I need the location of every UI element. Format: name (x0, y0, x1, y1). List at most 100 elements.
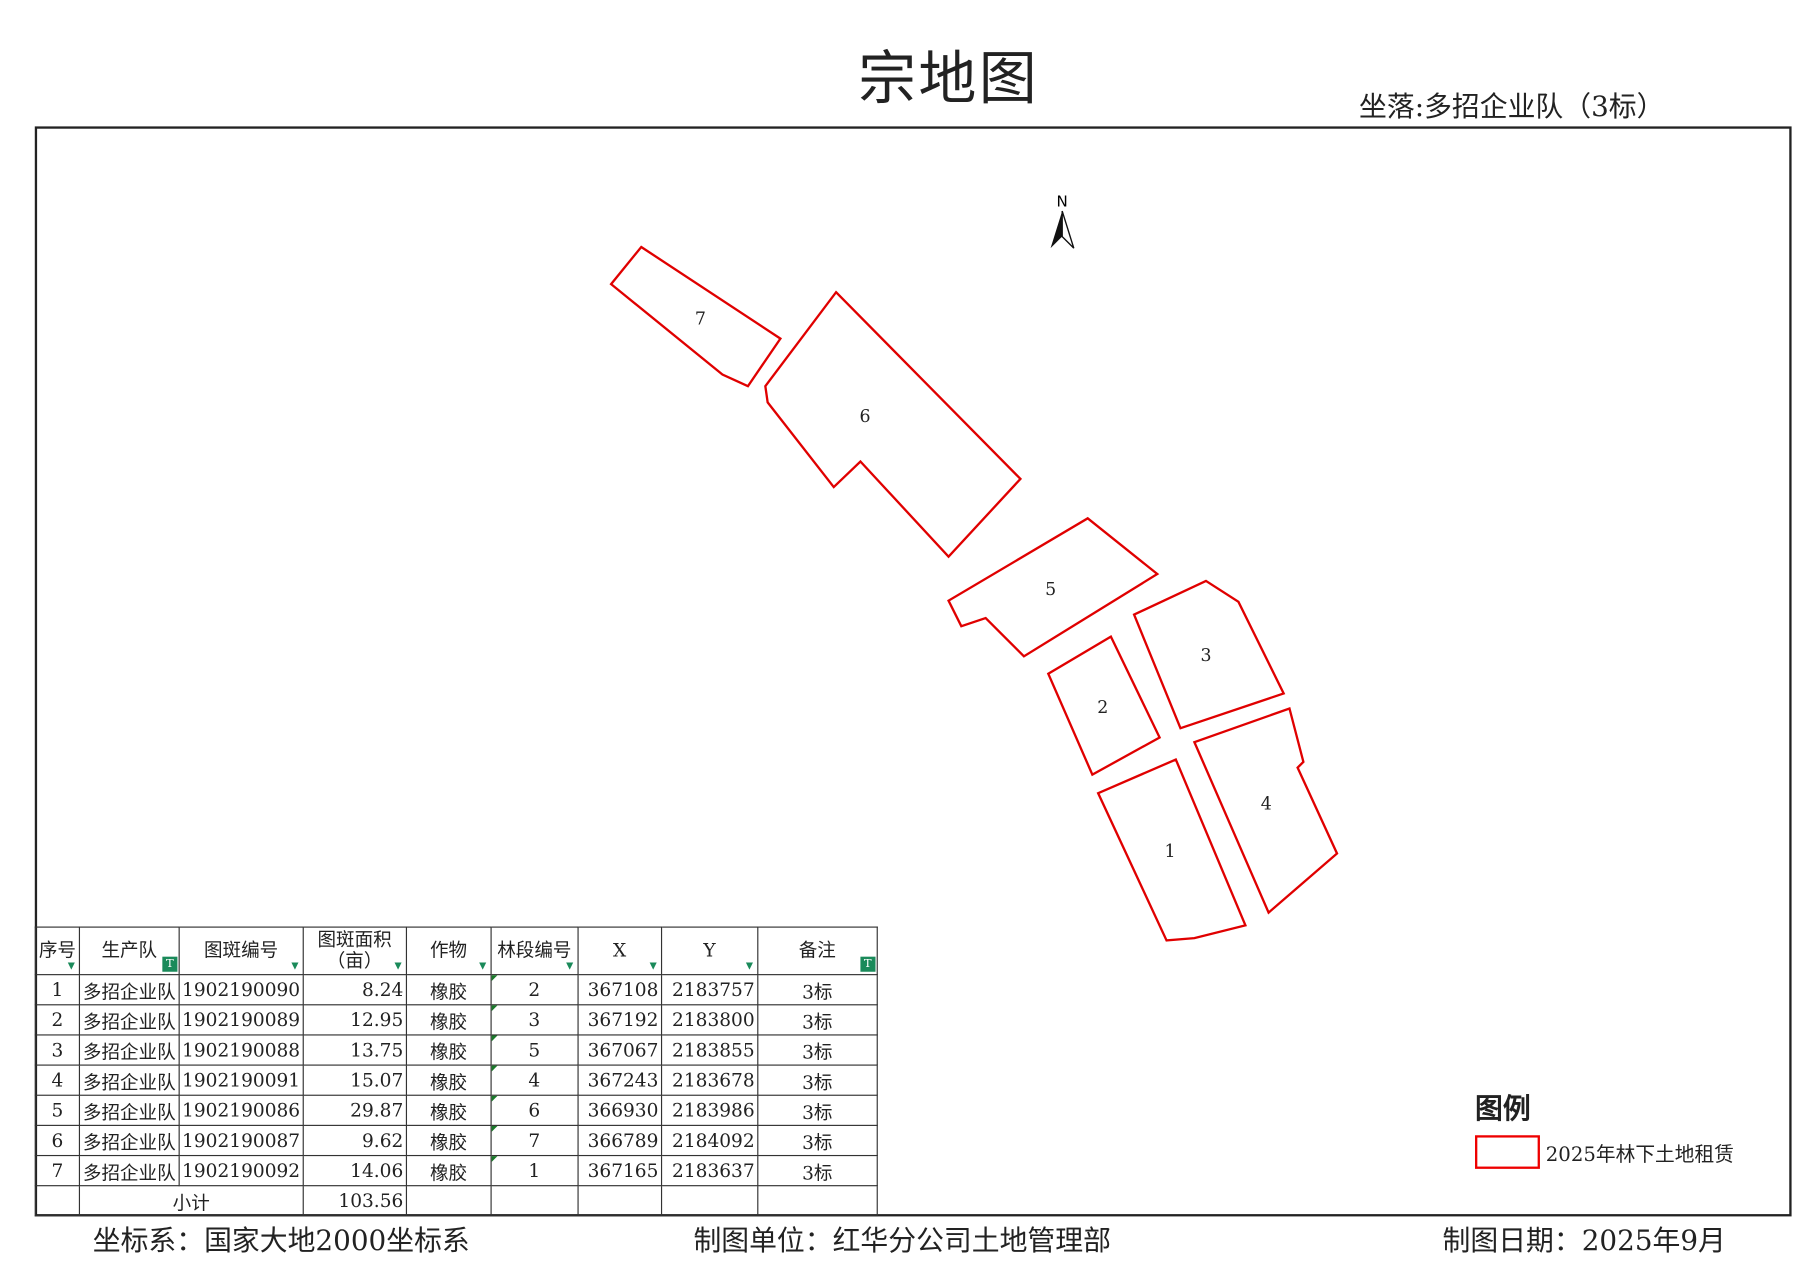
dropdown-icon: ▼ (566, 960, 574, 971)
cell-remark: 3标 (756, 1004, 878, 1036)
cell-area: 14.06 (302, 1154, 407, 1187)
cell-area: 9.62 (302, 1124, 407, 1157)
parcel-label-2: 2 (1097, 698, 1108, 718)
comment-marker-icon (491, 1095, 498, 1102)
parcel-2[interactable] (1046, 634, 1162, 777)
header-y[interactable]: Y▼ (660, 926, 759, 976)
cell-section-id: 5 (490, 1034, 579, 1066)
cell-crop: 橡胶 (405, 1064, 492, 1096)
cell-team: 多招企业队 (78, 1124, 180, 1157)
legend-label: 2025年林下土地租赁 (1545, 1143, 1734, 1167)
comment-marker-icon (491, 1065, 498, 1072)
comment-marker-icon (491, 1125, 498, 1132)
cell-section-id: 1 (490, 1154, 579, 1187)
cell-remark: 3标 (756, 1094, 878, 1126)
dropdown-icon: ▼ (394, 960, 402, 971)
cell-patch-id: 1902190092 (178, 1154, 304, 1187)
parcel-label-6: 6 (860, 407, 871, 427)
map-title: 宗地图 (858, 45, 1040, 113)
comment-marker-icon (491, 975, 498, 982)
cell-remark: 3标 (756, 1154, 878, 1187)
cell-area: 29.87 (302, 1094, 407, 1126)
filter-icon: T (860, 956, 876, 972)
header-area[interactable]: 图斑面积（亩）▼ (302, 926, 407, 976)
header-seq[interactable]: 序号▼ (34, 926, 81, 976)
cell-area: 15.07 (302, 1064, 407, 1096)
parcel-5[interactable] (947, 516, 1160, 658)
subtotal-label: 小计 (78, 1185, 304, 1217)
parcel-7[interactable] (609, 245, 783, 388)
cell-section-id: 7 (490, 1124, 579, 1157)
cell-team: 多招企业队 (78, 1064, 180, 1096)
parcel-1[interactable] (1096, 758, 1248, 942)
location-label: 坐落:多招企业队（3标） (1359, 90, 1665, 123)
map-frame (34, 126, 1792, 1217)
cell-x: 367165 (577, 1154, 662, 1187)
parcel-3[interactable] (1132, 579, 1286, 730)
cell-team: 多招企业队 (78, 974, 180, 1006)
cell-seq: 3 (34, 1034, 81, 1066)
cell-seq: 1 (34, 974, 81, 1006)
cell-y: 2183637 (660, 1154, 759, 1187)
cell-section-id: 3 (490, 1004, 579, 1036)
dropdown-icon: ▼ (745, 960, 754, 971)
subtotal-row: 小计 103.56 (34, 1185, 878, 1217)
cell-seq: 2 (34, 1004, 81, 1036)
cell-section-id: 4 (490, 1064, 579, 1096)
cell-remark: 3标 (756, 974, 878, 1006)
header-crop[interactable]: 作物▼ (405, 926, 492, 976)
cell-seq: 4 (34, 1064, 81, 1096)
legend-swatch (1475, 1135, 1540, 1169)
cell-x: 366789 (577, 1124, 662, 1157)
cell-crop: 橡胶 (405, 974, 492, 1006)
header-x[interactable]: X▼ (577, 926, 662, 976)
cell-y: 2183800 (660, 1004, 759, 1036)
svg-text:N: N (1057, 192, 1068, 210)
subtotal-area: 103.56 (302, 1185, 407, 1217)
cell-remark: 3标 (756, 1034, 878, 1066)
cell-area: 8.24 (302, 974, 407, 1006)
cell-team: 多招企业队 (78, 1004, 180, 1036)
cell-x: 366930 (577, 1094, 662, 1126)
dropdown-icon: ▼ (67, 960, 75, 971)
comment-marker-icon (491, 1005, 498, 1012)
cell-x: 367067 (577, 1034, 662, 1066)
cell-area: 13.75 (302, 1034, 407, 1066)
parcel-label-5: 5 (1045, 580, 1056, 600)
cell-team: 多招企业队 (78, 1034, 180, 1066)
parcel-6[interactable] (764, 290, 1023, 559)
cell-patch-id: 1902190090 (178, 974, 304, 1006)
mapping-date: 制图日期：2025年9月 (1442, 1224, 1726, 1258)
cell-patch-id: 1902190086 (178, 1094, 304, 1126)
cell-seq: 7 (34, 1154, 81, 1187)
cell-remark: 3标 (756, 1064, 878, 1096)
header-section-id[interactable]: 林段编号▼ (490, 926, 579, 976)
cell-section-id: 2 (490, 974, 579, 1006)
cell-y: 2183757 (660, 974, 759, 1006)
dropdown-icon: ▼ (479, 960, 487, 971)
parcel-label-1: 1 (1165, 842, 1176, 862)
comment-marker-icon (491, 1156, 498, 1162)
cell-crop: 橡胶 (405, 1124, 492, 1157)
north-arrow-icon: N (1050, 192, 1075, 249)
legend-title: 图例 (1475, 1091, 1531, 1125)
coord-system: 坐标系：国家大地2000坐标系 (92, 1224, 470, 1258)
dropdown-icon: ▼ (649, 960, 657, 971)
cell-patch-id: 1902190087 (178, 1124, 304, 1157)
parcel-label-4: 4 (1261, 794, 1272, 814)
header-patch-id[interactable]: 图斑编号▼ (178, 926, 304, 976)
parcel-4[interactable] (1192, 707, 1339, 915)
dropdown-icon: ▼ (291, 960, 299, 971)
parcel-label-3: 3 (1200, 646, 1211, 666)
